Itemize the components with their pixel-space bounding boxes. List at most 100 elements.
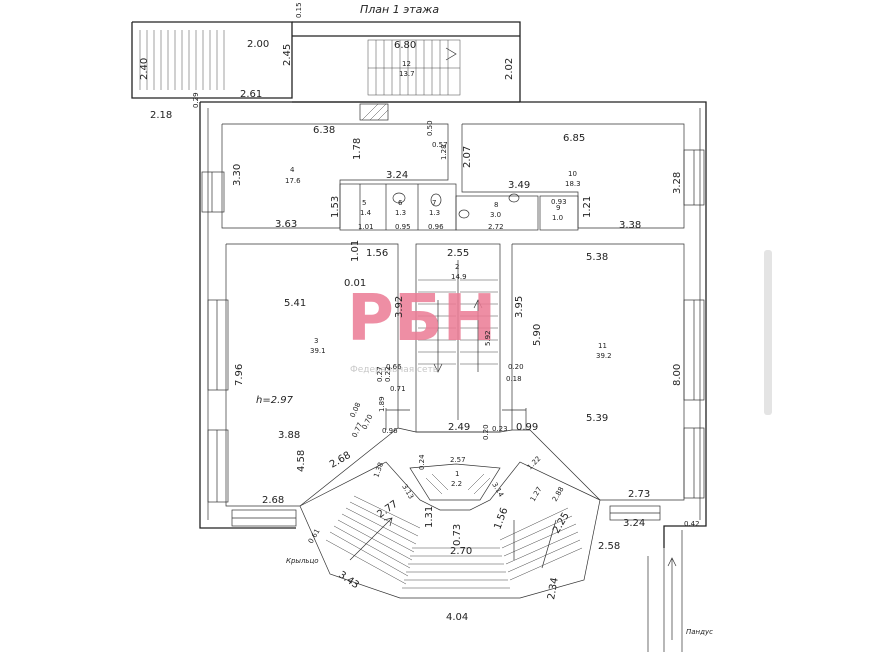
- dim: 3.92: [394, 296, 405, 318]
- dim: 0.18: [506, 375, 522, 383]
- dim: 3.63: [275, 219, 297, 230]
- dim: 5.92: [484, 330, 492, 346]
- room-2-num: 2: [455, 263, 459, 271]
- dim: 2.49: [448, 422, 470, 433]
- dim: 2.45: [282, 44, 293, 66]
- dim: 2.57: [450, 456, 466, 464]
- dim: 1.21: [582, 196, 593, 218]
- dim: 4.58: [296, 450, 307, 472]
- dim: 2.02: [504, 58, 515, 80]
- top-annex: [131, 21, 521, 121]
- dim: 3.30: [232, 164, 243, 186]
- room-11-area: 39.2: [596, 352, 612, 360]
- room-5-num: 5: [362, 199, 366, 207]
- room-5-area: 1.4: [360, 209, 372, 217]
- dim: 0.22: [384, 366, 392, 382]
- dim: 2.34: [546, 577, 561, 601]
- dim: 1.53: [330, 196, 341, 218]
- room-8-num: 8: [494, 201, 498, 209]
- dim: 0.96: [428, 223, 444, 231]
- dim: 0.93: [551, 198, 567, 206]
- dim: 8.00: [672, 364, 683, 386]
- dim: 0.01: [344, 278, 366, 289]
- dim: 1.31: [424, 506, 435, 528]
- room-1-area: 2.2: [451, 480, 462, 488]
- ramp-label: Пандус: [686, 628, 713, 636]
- outer-walls: [199, 101, 707, 548]
- dim: 2.18: [150, 110, 172, 121]
- room-4-num: 4: [290, 166, 295, 174]
- dim: 2.72: [488, 223, 504, 231]
- dim: 7.96: [234, 364, 245, 386]
- room-7-num: 7: [432, 199, 436, 207]
- dim: 5.38: [586, 252, 608, 263]
- room-11-num: 11: [598, 342, 607, 350]
- dim: 0.71: [390, 385, 406, 393]
- dim: 1.89: [378, 396, 386, 412]
- dim: 2.55: [447, 248, 469, 259]
- dim: 0.57: [432, 141, 448, 149]
- watermark-logo: РБН: [347, 282, 496, 356]
- dim: 2.68: [262, 495, 284, 506]
- dim: 0.15: [295, 2, 303, 18]
- dim: 0.29: [192, 92, 200, 108]
- dim: 0.96: [382, 427, 398, 435]
- dim: 2.58: [598, 541, 620, 552]
- dim: 0.50: [426, 120, 434, 136]
- dim: 6.38: [313, 125, 335, 136]
- dim: 3.88: [278, 430, 300, 441]
- room-1-num: 1: [455, 470, 459, 478]
- dim: 3.24: [386, 170, 408, 181]
- dim: 2.00: [247, 39, 269, 50]
- room-8-area: 3.0: [490, 211, 501, 219]
- room-4-area: 17.6: [285, 177, 301, 185]
- dim: 1.01: [350, 240, 361, 262]
- dim: 6.80: [394, 40, 416, 51]
- room-12-area: 13.7: [399, 70, 415, 78]
- dim: 2.73: [628, 489, 650, 500]
- fixtures: [392, 192, 520, 219]
- dim: 0.66: [386, 363, 402, 371]
- landing-label: Крыльцо: [286, 557, 319, 565]
- dim: 1.78: [352, 138, 363, 160]
- porch-steps: [299, 461, 683, 652]
- dim: 1.01: [358, 223, 374, 231]
- dim: 1.28: [440, 144, 448, 160]
- dim: 5.41: [284, 298, 306, 309]
- dim: 0.42: [684, 520, 700, 528]
- room-3-num: 3: [314, 337, 318, 345]
- dim: 0.99: [516, 422, 538, 433]
- dim: 0.24: [418, 454, 426, 470]
- watermark-subtitle: Федеральная сеть: [350, 365, 438, 375]
- room-7-area: 1.3: [429, 209, 440, 217]
- dim: 2.70: [450, 546, 472, 557]
- room-12-num: 12: [402, 60, 411, 68]
- dim: 2.61: [240, 89, 262, 100]
- room-6-area: 1.3: [395, 209, 406, 217]
- scrollbar-edge[interactable]: [764, 250, 772, 415]
- dim: 1.56: [366, 248, 388, 259]
- height-label: h=2.97: [256, 395, 294, 406]
- dim: 3.38: [619, 220, 641, 231]
- dim: 5.39: [586, 413, 608, 424]
- room-2-area: 14.9: [451, 273, 467, 281]
- dim: 6.85: [563, 133, 585, 144]
- room-labels: 12 13.7 4 17.6 5 1.4 6 1.3 7 1.3 8 3.0 9…: [256, 60, 713, 636]
- dim: 0.20: [482, 424, 490, 440]
- dim: 3.95: [514, 296, 525, 318]
- dim: 0.27: [376, 366, 384, 382]
- room-10-area: 18.3: [565, 180, 581, 188]
- plan-title: План 1 этажа: [360, 3, 439, 16]
- dim: 0.73: [452, 524, 463, 546]
- interior-walls: [221, 123, 685, 507]
- room-9-area: 1.0: [552, 214, 563, 222]
- dim: 2.40: [139, 58, 150, 80]
- room-3-area: 39.1: [310, 347, 326, 355]
- dim: 4.04: [446, 612, 468, 623]
- dim: 0.23: [492, 425, 508, 433]
- room-10-num: 10: [568, 170, 577, 178]
- dim: 0.95: [395, 223, 411, 231]
- room-9-num: 9: [556, 204, 560, 212]
- dim: 5.90: [532, 324, 543, 346]
